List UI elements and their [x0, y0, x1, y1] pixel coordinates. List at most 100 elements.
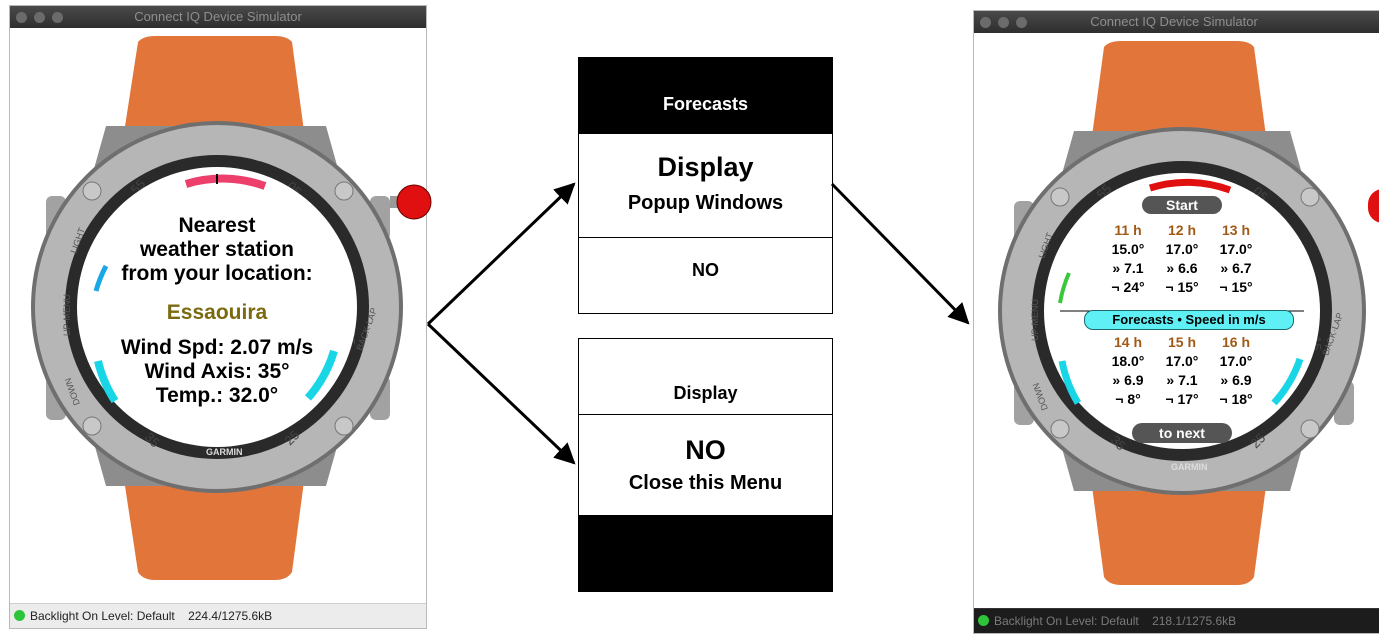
backlight-status-icon — [978, 615, 989, 626]
forecast-speed: » 7.1 — [1166, 372, 1198, 388]
forecast-temp: 17.0° — [1219, 353, 1253, 369]
forecast-hour: 16 h — [1221, 334, 1250, 350]
watch-strap-top — [122, 36, 306, 146]
forecast-dir: ¬ 15° — [1165, 279, 1199, 295]
red-start-button[interactable] — [1368, 189, 1379, 223]
forecast-speed: » 6.9 — [1220, 372, 1252, 388]
forecast-hour: 15 h — [1167, 334, 1196, 350]
forecast-top-grid: 11 h 15.0° » 7.1 ¬ 24° 12 h 17.0° » 6.6 … — [1102, 221, 1262, 311]
start-pill-button[interactable]: Start — [1142, 196, 1222, 214]
to-next-button[interactable]: to next — [1132, 423, 1232, 443]
popup-line-3: from your location: — [121, 262, 313, 285]
right-cyan-arc — [304, 349, 338, 401]
window-title: Connect IQ Device Simulator — [1090, 14, 1258, 29]
zoom-window-icon[interactable] — [1016, 17, 1027, 28]
forecast-hour: 12 h — [1167, 222, 1196, 238]
watch-strap-top — [1090, 41, 1268, 151]
watch-strap-bottom — [1090, 471, 1268, 585]
forecast-dir: ¬ 17° — [1165, 391, 1199, 407]
forecast-dir: ¬ 15° — [1219, 279, 1253, 295]
forecast-hour: 14 h — [1113, 334, 1142, 350]
left-arc — [93, 264, 109, 292]
right-cyan-arc — [1271, 357, 1304, 406]
screw-icon — [82, 181, 102, 201]
forecast-dir: ¬ 24° — [1111, 279, 1145, 295]
simulator-window-right: Connect IQ Device Simulator 55 05 15 25 … — [973, 10, 1379, 634]
screw-icon — [1050, 419, 1070, 439]
screw-icon — [334, 416, 354, 436]
screw-icon — [82, 416, 102, 436]
info-popup: Nearest weather station from your locati… — [110, 214, 324, 286]
screw-icon — [1050, 187, 1070, 207]
forecast-dir: ¬ 18° — [1219, 391, 1253, 407]
popup-line-2: weather station — [139, 238, 295, 261]
red-start-button[interactable] — [390, 180, 440, 225]
forecast-speed: » 6.7 — [1220, 260, 1252, 276]
station-name: Essaouira — [166, 301, 268, 324]
forecast-temp: 15.0° — [1111, 241, 1145, 257]
arrow-to-forecast-window — [830, 182, 970, 325]
forecast-temp: 17.0° — [1165, 241, 1199, 257]
garmin-logo: GARMIN — [206, 447, 243, 457]
status-bar: Backlight On Level: Default 218.1/1275.6… — [974, 608, 1379, 633]
menu-item-display[interactable]: Display — [673, 383, 738, 403]
left-green-arc — [1058, 272, 1071, 304]
menu-header: Forecasts — [579, 58, 832, 134]
minimize-window-icon[interactable] — [998, 17, 1009, 28]
popup-line-1: Nearest — [178, 214, 256, 237]
screw-icon — [1300, 419, 1320, 439]
top-arc — [184, 174, 267, 190]
menu-item-close-sub[interactable]: Close this Menu — [628, 472, 783, 494]
status-text: Backlight On Level: Default 224.4/1275.6… — [30, 609, 273, 623]
forecast-dir: ¬ 8° — [1115, 391, 1141, 407]
close-window-icon[interactable] — [16, 12, 27, 23]
watch-display — [77, 167, 357, 447]
forecast-col-12h: 12 h 17.0° » 6.6 ¬ 15° — [1156, 221, 1208, 297]
weather-values: Wind Spd: 2.07 m/s Wind Axis: 35° Temp.:… — [105, 336, 329, 408]
left-cyan-arc — [94, 360, 119, 404]
forecast-hour: 13 h — [1221, 222, 1250, 238]
forecast-temp: 18.0° — [1111, 353, 1145, 369]
forecast-hour: 11 h — [1114, 222, 1142, 238]
wind-speed: Wind Spd: 2.07 m/s — [120, 336, 314, 359]
forecast-col-14h: 14 h 18.0° » 6.9 ¬ 8° — [1102, 333, 1154, 409]
forecasts-banner: Forecasts • Speed in m/s — [1084, 310, 1294, 330]
title-bar: Connect IQ Device Simulator — [974, 11, 1379, 33]
forecast-temp: 17.0° — [1219, 241, 1253, 257]
menu-item-no[interactable]: NO — [692, 260, 719, 280]
wind-axis: Wind Axis: 35° — [144, 360, 290, 383]
left-cyan-arc — [1058, 360, 1082, 405]
arrow-to-top-menu — [426, 182, 576, 326]
zoom-window-icon[interactable] — [52, 12, 63, 23]
forecast-speed: » 6.6 — [1166, 260, 1198, 276]
close-window-icon[interactable] — [980, 17, 991, 28]
menu-item-display-sub[interactable]: Popup Windows — [627, 192, 784, 214]
status-bar: Backlight On Level: Default 224.4/1275.6… — [10, 603, 426, 628]
up-menu-label: UP-MENU — [62, 294, 72, 336]
forecast-temp: 17.0° — [1165, 353, 1199, 369]
simulator-window-left: Connect IQ Device Simulator 55 05 15 25 … — [9, 5, 427, 629]
top-arc — [1148, 178, 1232, 194]
menu-item-no-title[interactable]: NO — [685, 435, 726, 465]
forecast-col-11h: 11 h 15.0° » 7.1 ¬ 24° — [1102, 221, 1154, 297]
forecast-speed: » 6.9 — [1112, 372, 1144, 388]
arrow-to-bottom-menu — [426, 322, 576, 465]
forecast-col-16h: 16 h 17.0° » 6.9 ¬ 18° — [1210, 333, 1262, 409]
backlight-status-icon — [14, 610, 25, 621]
forecast-col-13h: 13 h 17.0° » 6.7 ¬ 15° — [1210, 221, 1262, 297]
forecast-bottom-grid: 14 h 18.0° » 6.9 ¬ 8° 15 h 17.0° » 7.1 ¬… — [1102, 333, 1262, 423]
up-menu-label: UP-MENU — [1030, 299, 1040, 341]
watch-device: 55 05 15 25 35 45 GARMIN LIGHT UP-MENU D… — [31, 36, 403, 580]
menu-item-display-title[interactable]: Display — [657, 152, 754, 182]
watch-strap-bottom — [122, 466, 306, 580]
screw-icon — [1300, 187, 1320, 207]
close-menu: Display NO Close this Menu — [578, 338, 833, 592]
forecast-speed: » 7.1 — [1112, 260, 1144, 276]
window-title: Connect IQ Device Simulator — [134, 9, 302, 24]
screw-icon — [334, 181, 354, 201]
status-text: Backlight On Level: Default 218.1/1275.6… — [994, 614, 1237, 628]
minimize-window-icon[interactable] — [34, 12, 45, 23]
garmin-logo: GARMIN — [1171, 462, 1208, 472]
menu-footer — [579, 515, 832, 591]
